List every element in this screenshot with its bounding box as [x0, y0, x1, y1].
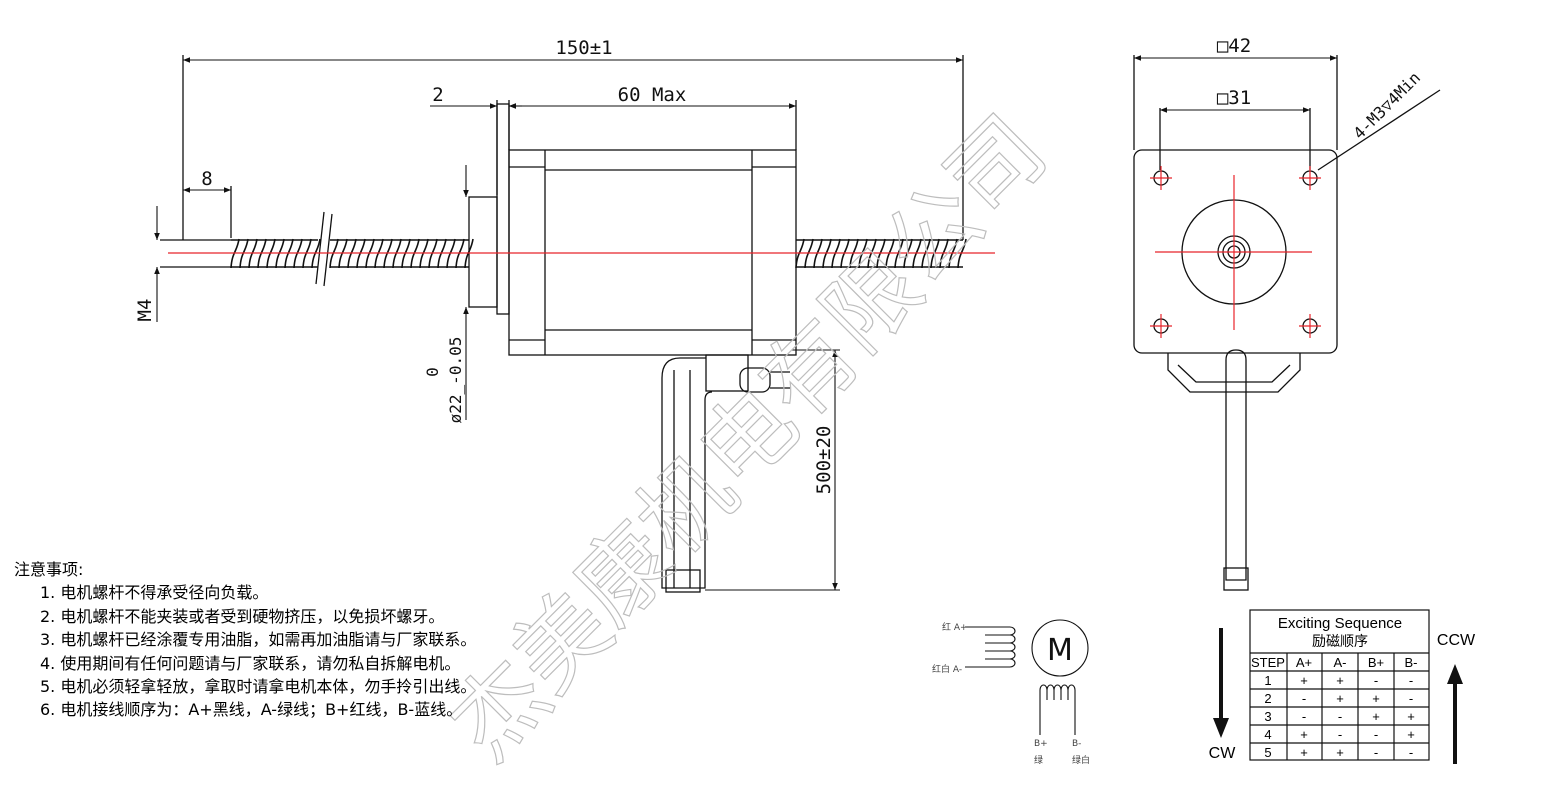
notes-panel: 注意事项: 1. 电机螺杆不得承受径向负载。 2. 电机螺杆不能夹装或者受到硬物挤… [14, 558, 476, 722]
sequence-title: Exciting Sequence [1278, 615, 1402, 632]
dim-body-length: 60 Max [618, 84, 687, 106]
ccw-label: CCW [1437, 632, 1476, 649]
table-cell: STEP [1251, 655, 1285, 670]
front-centerlines [1150, 166, 1321, 338]
side-view [160, 55, 964, 593]
table-cell: - [1409, 691, 1413, 706]
table-cell: - [1338, 709, 1342, 724]
wire-a-minus: 红白 A- [932, 663, 962, 675]
coil-a-icon [985, 626, 1016, 668]
table-cell: - [1374, 745, 1378, 760]
note-item: 1. 电机螺杆不得承受径向负载。 [40, 583, 269, 603]
table-cell: + [1336, 745, 1344, 760]
wire-b-plus-color: 绿 [1034, 754, 1043, 766]
table-cell: + [1300, 745, 1308, 760]
table-cell: + [1407, 709, 1415, 724]
dim-overall-length: 150±1 [555, 37, 612, 59]
note-item: 5. 电机必须轻拿轻放，拿取时请拿电机本体，勿手拎引出线。 [40, 677, 477, 697]
motor-symbol: M [1047, 633, 1073, 668]
table-cell: 1 [1264, 673, 1271, 688]
dim-mount-holes: 4-M3▽4Min [1349, 68, 1424, 143]
table-cell: - [1374, 673, 1378, 688]
note-item: 4. 使用期间有任何问题请与厂家联系，请勿私自拆解电机。 [40, 653, 461, 673]
direction-arrows [1213, 628, 1463, 764]
table-cell: + [1372, 691, 1380, 706]
dim-pilot-tol-upper: 0 [423, 367, 442, 377]
table-cell: A- [1334, 655, 1347, 670]
cw-label: CW [1209, 745, 1237, 762]
dim-hole-spacing: □31 [1217, 87, 1251, 109]
table-cell: - [1409, 673, 1413, 688]
table-cell: 4 [1264, 727, 1271, 742]
front-view [1133, 55, 1441, 591]
table-cell: + [1300, 727, 1308, 742]
dim-flange-thickness: 2 [432, 84, 443, 106]
table-cell: 2 [1264, 691, 1271, 706]
dim-screw-thread: M4 [134, 299, 156, 322]
wiring-schematic [965, 619, 1089, 735]
table-cell: - [1374, 727, 1378, 742]
table-cell: + [1407, 727, 1415, 742]
note-item: 3. 电机螺杆已经涂覆专用油脂，如需再加油脂请与厂家联系。 [40, 630, 477, 650]
wire-b-plus: B+ [1034, 739, 1048, 749]
table-cell: - [1302, 691, 1306, 706]
table-cell: + [1372, 709, 1380, 724]
notes-list: 1. 电机螺杆不得承受径向负载。 2. 电机螺杆不能夹装或者受到硬物挤压，以免损坏… [14, 581, 476, 721]
dim-square-outer: □42 [1217, 35, 1251, 57]
coil-b-icon [1039, 684, 1076, 700]
table-cell: B+ [1368, 655, 1384, 670]
notes-title: 注意事项: [14, 560, 84, 579]
ccw-arrow-icon [1447, 664, 1463, 684]
sequence-subtitle: 励磁顺序 [1312, 633, 1368, 649]
table-cell: - [1302, 709, 1306, 724]
note-item: 6. 电机接线顺序为：A+黑线，A-绿线；B+红线，B-蓝线。 [40, 700, 463, 720]
side-dimensions [154, 57, 963, 591]
wire-b-minus: B- [1072, 739, 1081, 749]
dim-lead-length: 500±20 [813, 426, 835, 495]
sequence-cells: STEP A+ A- B+ B- 1 + + - - 2 - + + - 3 - - + +4 + - - +5 + + - - [1251, 655, 1417, 760]
break-marks [315, 211, 333, 287]
dim-pilot-diameter: ø22_-0.05 [446, 337, 465, 424]
dim-thread-start: 8 [201, 168, 212, 190]
cw-arrow-icon [1213, 718, 1229, 738]
table-cell: A+ [1296, 655, 1312, 670]
table-cell: B- [1405, 655, 1418, 670]
front-dimensions [1134, 55, 1337, 113]
table-cell: - [1409, 745, 1413, 760]
wire-a-plus: 红 A+ [942, 621, 968, 633]
table-cell: 3 [1264, 709, 1271, 724]
note-item: 2. 电机螺杆不能夹装或者受到硬物挤压，以免损坏螺牙。 [40, 606, 445, 626]
table-cell: + [1336, 673, 1344, 688]
motor-symbol-icon [1031, 619, 1089, 677]
table-cell: 5 [1264, 745, 1271, 760]
wire-b-minus-color: 绿白 [1072, 754, 1090, 766]
table-cell: + [1300, 673, 1308, 688]
table-cell: + [1336, 691, 1344, 706]
table-cell: - [1338, 727, 1342, 742]
sequence-table [1249, 609, 1430, 761]
